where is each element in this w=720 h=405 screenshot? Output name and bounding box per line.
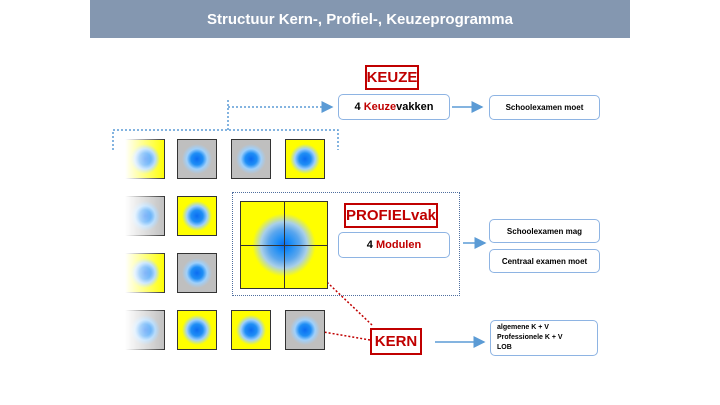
kern-result-line-2: Professionele K + V xyxy=(497,334,563,341)
kern-result-line-1: algemene K + V xyxy=(497,324,549,331)
profiel-result-box-1: Schoolexamen mag xyxy=(489,219,600,243)
profiel-result-text-1: Schoolexamen mag xyxy=(506,226,583,236)
keuze-label-text: KEUZE xyxy=(366,69,418,86)
square-yellow xyxy=(177,310,217,350)
square-gray xyxy=(177,253,217,293)
kern-arrow-to-square xyxy=(304,324,371,341)
square-yellow-faded xyxy=(125,253,165,293)
keuze-result-box: Schoolexamen moet xyxy=(489,95,600,120)
keuze-brace xyxy=(112,129,339,150)
kern-result-line-3: LOB xyxy=(497,344,512,351)
kern-label: KERN xyxy=(370,328,422,355)
profiel-label: PROFIELvak xyxy=(344,203,438,228)
square-yellow xyxy=(285,139,325,179)
square-yellow-faded xyxy=(125,139,165,179)
keuze-suffix: vakken xyxy=(396,101,434,113)
square-gray xyxy=(231,139,271,179)
square-gray-faded xyxy=(125,196,165,236)
profiel-result-text-2: Centraal examen moet xyxy=(501,256,588,266)
profiel-result-box-2: Centraal examen moet xyxy=(489,249,600,273)
profiel-square-divider-h xyxy=(241,245,327,246)
profiel-big-square xyxy=(240,201,328,289)
kern-result-box: algemene K + V Professionele K + V LOB xyxy=(490,320,598,356)
profiel-modulen-box: 4 Modulen xyxy=(338,232,450,258)
profiel-dotted-frame xyxy=(232,192,460,296)
kern-label-text: KERN xyxy=(374,333,418,350)
profiel-count: 4 xyxy=(366,239,373,251)
square-yellow xyxy=(231,310,271,350)
page-title: Structuur Kern-, Profiel-, Keuzeprogramm… xyxy=(207,10,513,28)
keuze-label: KEUZE xyxy=(365,65,419,90)
keuze-count: 4 xyxy=(354,101,361,113)
title-bar: Structuur Kern-, Profiel-, Keuzeprogramm… xyxy=(90,0,630,38)
square-yellow xyxy=(177,196,217,236)
square-gray-kern xyxy=(285,310,325,350)
keuze-word: Keuze xyxy=(363,101,397,113)
profiel-label-text: PROFIELvak xyxy=(345,207,437,224)
keuze-result-text: Schoolexamen moet xyxy=(505,103,584,112)
square-gray xyxy=(177,139,217,179)
square-gray-faded xyxy=(125,310,165,350)
profiel-word: Modulen xyxy=(375,239,422,251)
